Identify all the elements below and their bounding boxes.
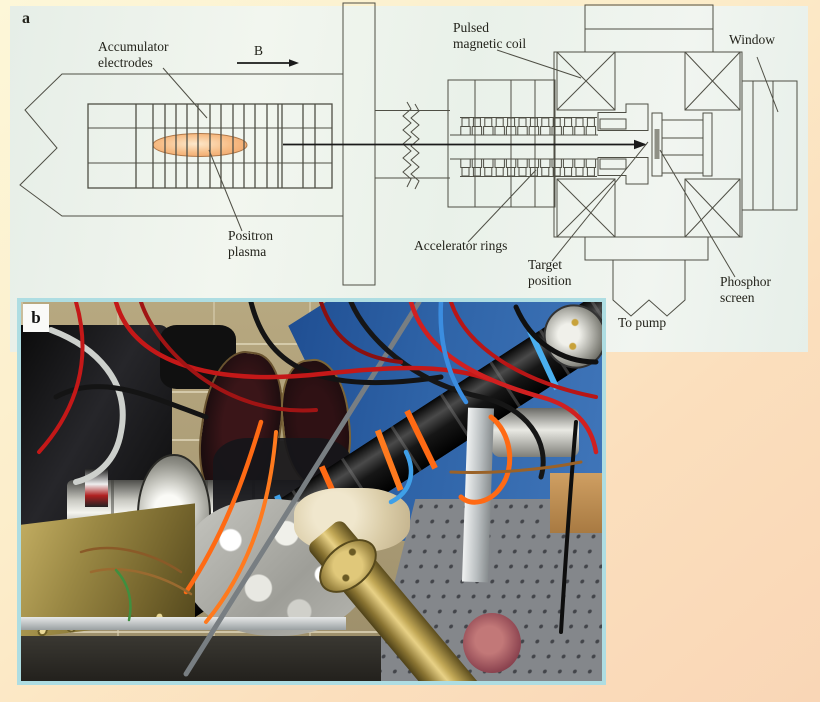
panel-b-photo: b	[17, 298, 606, 685]
blue-cable	[388, 449, 414, 505]
accelerator-rings-stack	[460, 117, 597, 177]
coil-box-top-right	[684, 51, 741, 111]
b-field-arrow	[237, 59, 299, 67]
label-accumulator-electrodes: Accumulator electrodes	[98, 39, 169, 70]
blue-cable	[438, 302, 469, 405]
panel-a-letter: a	[22, 10, 30, 27]
label-window: Window	[729, 32, 775, 47]
black-cable	[53, 384, 209, 420]
orange-tie-loop	[458, 414, 513, 505]
window-assembly	[742, 80, 798, 211]
target-holder	[597, 103, 649, 185]
photo-floor-shadow	[21, 635, 382, 681]
copper-wire	[89, 568, 193, 596]
phosphor-screen-assembly	[651, 112, 713, 177]
black-cable	[559, 420, 578, 634]
label-to-pump: To pump	[618, 315, 667, 330]
accelerator-housing	[447, 79, 556, 208]
pulsed-coil-cross-sections	[556, 51, 741, 238]
leader-lines	[162, 49, 779, 278]
red-cable	[139, 302, 318, 413]
label-pulsed-magnetic-coil: Pulsed magnetic coil	[453, 20, 527, 51]
vacuum-break-squiggle	[410, 103, 420, 190]
apparatus-schematic	[19, 2, 798, 317]
red-cable	[319, 302, 403, 364]
label-target-position: Target position	[528, 257, 572, 288]
green-wire	[114, 568, 132, 622]
label-positron-plasma: Positron plasma	[228, 228, 274, 259]
copper-wire	[79, 546, 183, 574]
red-cable	[408, 302, 599, 455]
red-cable	[449, 302, 598, 399]
photo-cables-overlay	[37, 302, 599, 677]
steel-rod	[183, 302, 422, 677]
label-phosphor-screen: Phosphor screen	[720, 274, 772, 305]
coil-box-bottom-left	[556, 178, 616, 238]
photo-wood-block	[549, 472, 602, 534]
coil-box-bottom-right	[684, 178, 741, 238]
photo-copper-coil	[462, 612, 521, 674]
beam-axis-arrow	[283, 139, 647, 150]
red-cable	[113, 302, 494, 383]
black-cable	[513, 304, 599, 365]
black-cable	[348, 302, 546, 480]
accumulator-tube-outline	[19, 73, 343, 217]
pump-port	[612, 260, 686, 317]
panel-b-letter: b	[23, 304, 49, 332]
gray-hose	[48, 327, 126, 485]
label-accelerator-rings: Accelerator rings	[414, 238, 508, 253]
orange-tie-loop	[204, 430, 278, 624]
red-cable	[37, 302, 85, 454]
copper-rod	[449, 460, 583, 475]
panel-a-background	[10, 6, 808, 352]
orange-tie-loop	[183, 419, 264, 595]
electrode-divider-lines	[135, 104, 316, 188]
black-cable	[248, 302, 444, 386]
transfer-tube	[375, 101, 450, 190]
photo-frame-rail	[21, 616, 347, 630]
coil-box-top-left	[556, 51, 616, 111]
label-magnetic-field: B	[254, 43, 264, 58]
